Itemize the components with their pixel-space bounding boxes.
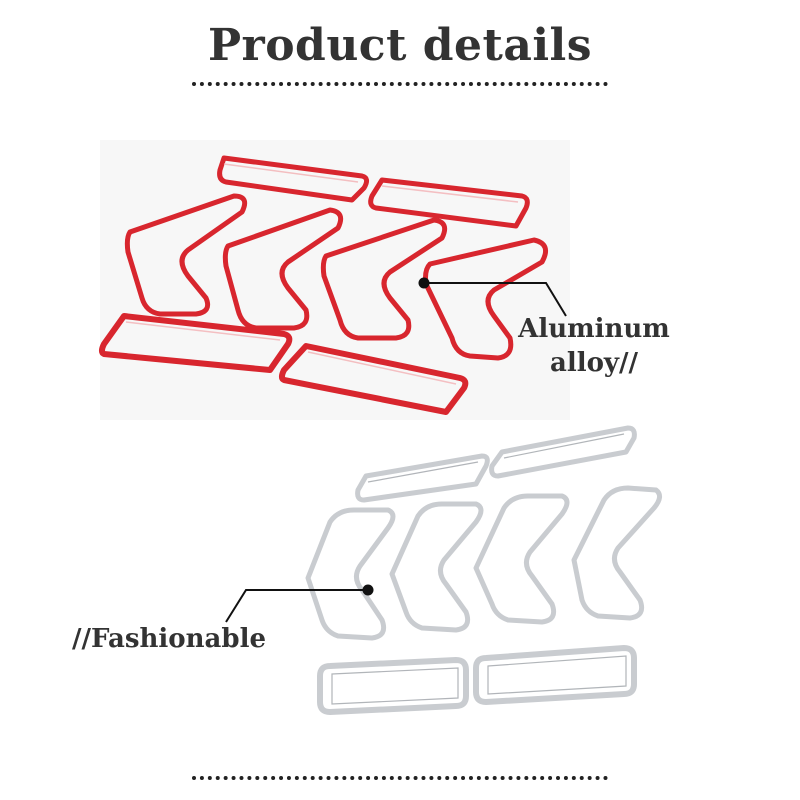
aluminum-callout-dot <box>418 277 430 289</box>
red-rect-bottom-right <box>279 343 469 415</box>
aluminum-callout-line <box>424 282 567 317</box>
aluminum-label-line2: alloy// <box>549 348 639 378</box>
page-title: Product details <box>207 20 593 71</box>
aluminum-alloy-label: Aluminum alloy// <box>514 312 674 380</box>
silver-chevron-1 <box>305 507 396 641</box>
bottom-dotted-divider <box>192 776 608 780</box>
red-rect-bottom-left <box>99 313 293 373</box>
red-chevron-2 <box>222 207 344 331</box>
fashionable-label: //Fashionable <box>72 624 266 654</box>
red-chevron-1 <box>124 193 248 317</box>
red-photo-background <box>100 140 570 420</box>
top-dotted-divider <box>192 82 608 86</box>
silver-strip-top-left <box>355 453 490 503</box>
fashionable-callout-line <box>225 589 368 623</box>
red-chevron-3 <box>320 217 448 341</box>
fashionable-callout-dot <box>362 584 374 596</box>
silver-chevron-3 <box>473 493 570 625</box>
red-strip-top-right <box>368 177 530 229</box>
silver-chevron-4 <box>571 485 662 621</box>
aluminum-label-line1: Aluminum <box>518 314 670 344</box>
silver-rect-bottom-left <box>317 657 469 715</box>
silver-chevron-2 <box>389 501 484 633</box>
silver-rect-bottom-right <box>473 645 637 705</box>
red-strip-top-left <box>217 155 370 203</box>
silver-strip-top-right <box>489 425 637 479</box>
